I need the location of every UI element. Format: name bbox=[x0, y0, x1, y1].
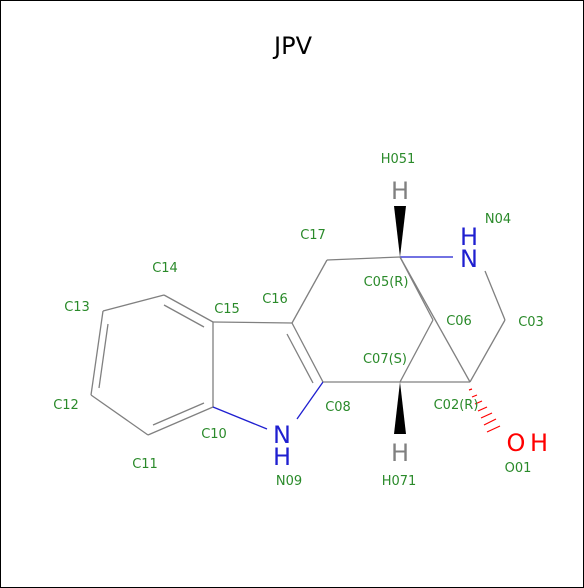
bond-c13-c12 bbox=[90, 310, 104, 396]
label-c08: C08 bbox=[325, 400, 351, 415]
atom-n04: N bbox=[460, 245, 478, 273]
atom-h051: H bbox=[391, 177, 409, 205]
label-c05: C05(R) bbox=[364, 275, 409, 290]
bond-c06-c07 bbox=[399, 319, 434, 383]
bond-c16-c17 bbox=[291, 259, 328, 324]
bond-c12-c11 bbox=[90, 394, 149, 436]
bond-c02-c03 bbox=[469, 319, 506, 383]
label-c17: C17 bbox=[300, 228, 326, 243]
bond-c16-c08-inner bbox=[286, 333, 314, 384]
bond-c16-c08 bbox=[291, 322, 324, 383]
hash-c02-o01 bbox=[468, 388, 501, 433]
bond-c11-c10 bbox=[147, 406, 214, 436]
bond-c03-n04 bbox=[484, 270, 506, 321]
bond-c08-n09 bbox=[296, 381, 324, 420]
bond-n09-c10 bbox=[212, 406, 268, 430]
bond-c17-c05 bbox=[326, 256, 401, 261]
label-h071: H071 bbox=[382, 474, 417, 489]
label-c06: C06 bbox=[446, 314, 472, 329]
label-h051: H051 bbox=[381, 152, 416, 167]
label-c12: C12 bbox=[53, 398, 79, 413]
label-c10: C10 bbox=[201, 427, 227, 442]
wedge-c07-h071 bbox=[394, 382, 406, 434]
label-n09: N09 bbox=[276, 474, 302, 489]
label-c02: C02(R) bbox=[434, 398, 479, 413]
diagram-title: JPV bbox=[272, 32, 313, 60]
label-n04: N04 bbox=[485, 212, 511, 227]
bond-c15-c16 bbox=[212, 321, 293, 324]
label-c14: C14 bbox=[152, 261, 178, 276]
bond-c14-c15-inner bbox=[163, 304, 205, 328]
atom-o01-h: H bbox=[530, 429, 548, 457]
label-c16: C16 bbox=[262, 292, 288, 307]
bond-c15-c14 bbox=[163, 294, 214, 323]
label-c13: C13 bbox=[64, 300, 90, 315]
atom-n09-h: H bbox=[273, 443, 291, 471]
bond-c13-c12-inner bbox=[98, 323, 109, 389]
label-c03: C03 bbox=[518, 315, 544, 330]
label-c11: C11 bbox=[132, 457, 158, 472]
atom-o01-o: O bbox=[507, 429, 526, 457]
label-c15: C15 bbox=[214, 302, 240, 317]
label-o01: O01 bbox=[505, 461, 532, 476]
bond-c14-c13 bbox=[102, 294, 165, 312]
atom-n04-h: H bbox=[460, 223, 478, 251]
bond-c05-c02-cross bbox=[399, 256, 471, 383]
atom-n09: N bbox=[273, 421, 291, 449]
bond-c11-c10-inner bbox=[152, 402, 205, 426]
atom-h071: H bbox=[391, 439, 409, 467]
label-c07: C07(S) bbox=[363, 352, 407, 367]
wedge-c05-h051 bbox=[394, 206, 406, 257]
